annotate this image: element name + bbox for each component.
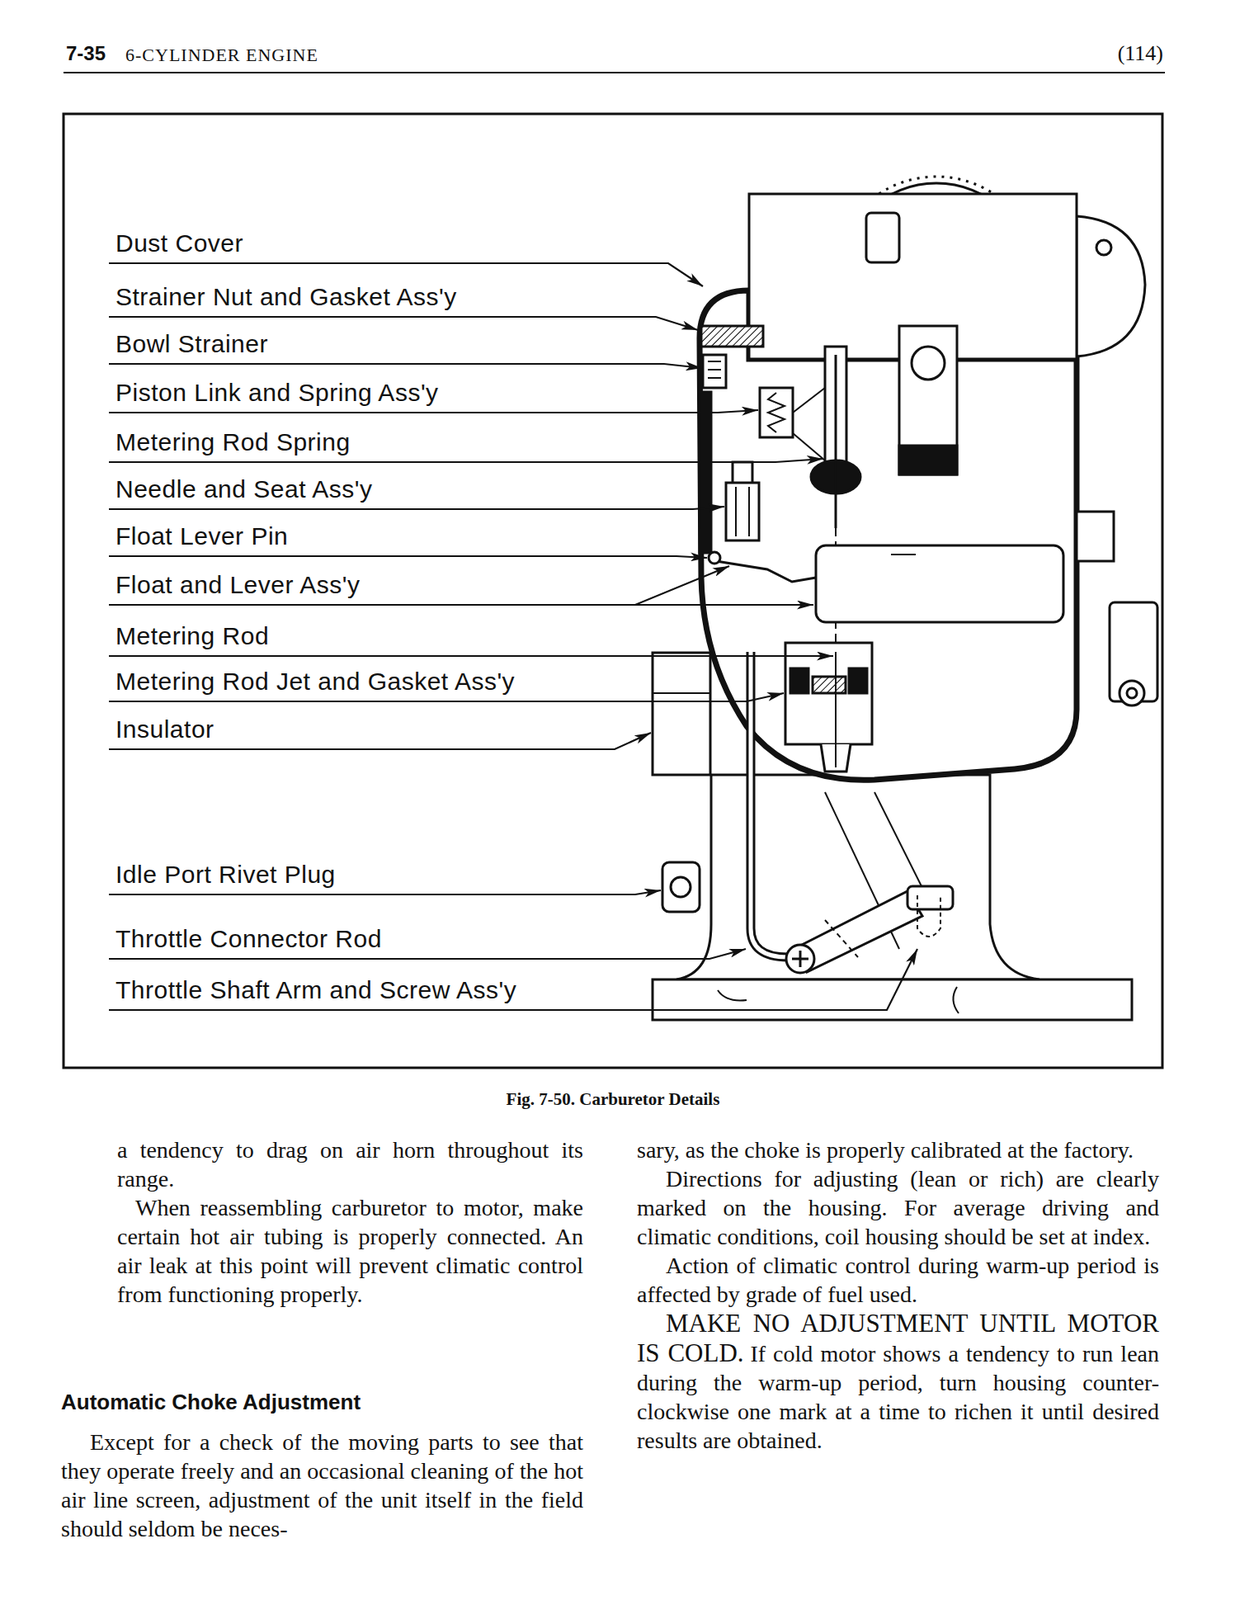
carburetor-drawing-part bbox=[699, 391, 712, 553]
carburetor-drawing-part bbox=[1119, 680, 1145, 706]
body-paragraph: Except for a check of the moving parts t… bbox=[61, 1427, 584, 1543]
leader-lines-part bbox=[108, 506, 725, 510]
carburetor-drawing-part bbox=[1126, 688, 1137, 698]
carburetor-drawing-part bbox=[725, 482, 759, 541]
carburetor-drawing-part bbox=[790, 668, 809, 693]
carburetor-drawing-part bbox=[670, 876, 691, 897]
part-name: Metering Rod Jet and Gasket Ass'y bbox=[115, 666, 515, 697]
leader-lines-part bbox=[108, 556, 708, 558]
carburetor-drawing-part bbox=[824, 919, 858, 957]
leader-lines-part bbox=[108, 948, 918, 1010]
carburetor-drawing-part bbox=[750, 651, 788, 957]
leader-lines bbox=[108, 263, 918, 1010]
carburetor-drawing-part bbox=[1096, 240, 1112, 255]
carburetor-drawing-part bbox=[907, 886, 953, 910]
carburetor-drawing-part bbox=[699, 290, 1077, 780]
carburetor-drawing-part bbox=[899, 325, 957, 475]
part-name: Strainer Nut and Gasket Ass'y bbox=[115, 282, 458, 312]
carburetor-drawing-part bbox=[792, 387, 825, 413]
carburetor-drawing-part bbox=[716, 560, 816, 582]
text-column: sary, as the choke is properly calibrate… bbox=[636, 1135, 1160, 1455]
figure-frame-part bbox=[63, 113, 1163, 1068]
carburetor-drawing-part bbox=[786, 944, 815, 973]
carburetor-drawing-part bbox=[834, 651, 837, 768]
part-name: Piston Link and Spring Ass'y bbox=[115, 377, 439, 408]
part-name: Throttle Connector Rod bbox=[115, 923, 382, 954]
carburetor-drawing-part bbox=[866, 212, 900, 263]
carburetor-drawing-part bbox=[812, 676, 846, 693]
part-name: Idle Port Rivet Plug bbox=[115, 859, 336, 890]
carburetor-drawing-part bbox=[735, 486, 737, 537]
carburetor-drawing-part bbox=[676, 774, 1040, 980]
carburetor-drawing-part bbox=[890, 553, 916, 556]
carburetor-drawing-part bbox=[652, 652, 711, 775]
leader-lines-part bbox=[108, 565, 730, 605]
section-number: 7-35 bbox=[65, 41, 106, 66]
carburetor-drawing-part bbox=[768, 392, 785, 433]
text-column: a tendency to drag on air horn throughou… bbox=[117, 1135, 584, 1309]
leader-lines-part bbox=[635, 603, 814, 606]
carburetor-drawing-part bbox=[707, 377, 722, 379]
carburetor-drawing-part bbox=[815, 545, 1064, 623]
carburetor-drawing-part bbox=[911, 346, 945, 380]
page-number: (114) bbox=[1117, 41, 1164, 66]
carburetor-drawing-part bbox=[799, 950, 802, 967]
carburetor-drawing-part bbox=[652, 692, 711, 694]
part-name: Throttle Shaft Arm and Screw Ass'y bbox=[115, 975, 517, 1005]
carburetor-drawing bbox=[652, 176, 1158, 1020]
body-paragraph: Directions for adjusting (lean or rich) … bbox=[636, 1164, 1160, 1251]
carburetor-drawing-part bbox=[899, 445, 957, 475]
leader-lines-part bbox=[108, 263, 703, 287]
part-name: Needle and Seat Ass'y bbox=[115, 474, 373, 505]
body-paragraph: a tendency to drag on air horn throughou… bbox=[117, 1135, 584, 1193]
body-paragraph: sary, as the choke is properly calibrate… bbox=[636, 1135, 1160, 1165]
page-rule bbox=[63, 72, 1165, 74]
part-name: Dust Cover bbox=[115, 228, 244, 259]
carburetor-drawing-part bbox=[917, 895, 941, 937]
carburetor-drawing-part bbox=[759, 387, 793, 438]
carburetor-drawing-part bbox=[952, 986, 959, 1014]
leader-lines-part bbox=[108, 655, 834, 657]
carburetor-drawing-part bbox=[701, 325, 764, 347]
figure-frame bbox=[63, 113, 1163, 1068]
leader-lines-part bbox=[108, 316, 698, 330]
running-head: 6-CYLINDER ENGINE bbox=[125, 42, 319, 68]
carburetor-drawing-part bbox=[748, 486, 750, 537]
section-heading: Automatic Choke Adjustment bbox=[61, 1387, 584, 1416]
carburetor-drawing-part bbox=[1076, 216, 1146, 357]
carburetor-drawing-part bbox=[874, 791, 924, 891]
part-name: Metering Rod Spring bbox=[115, 427, 351, 458]
carburetor-drawing-part bbox=[717, 989, 747, 1001]
part-name: Insulator bbox=[115, 714, 215, 745]
carburetor-drawing-part bbox=[702, 354, 726, 388]
text-column: Automatic Choke AdjustmentExcept for a c… bbox=[61, 1387, 584, 1543]
part-name: Float Lever Pin bbox=[115, 521, 288, 552]
figure-caption: Fig. 7-50. Carburetor Details bbox=[63, 1087, 1163, 1111]
leader-lines-part bbox=[108, 890, 661, 895]
carburetor-drawing-part bbox=[792, 433, 825, 461]
part-name: Bowl Strainer bbox=[115, 329, 269, 359]
carburetor-drawing-part bbox=[750, 651, 788, 957]
carburetor-drawing-part bbox=[662, 862, 700, 912]
carburetor-drawing-part bbox=[848, 668, 868, 693]
carburetor-drawing-part bbox=[834, 354, 838, 528]
part-name: Metering Rod bbox=[115, 621, 269, 651]
body-paragraph: Action of climatic control during warm-u… bbox=[636, 1250, 1160, 1309]
leader-lines-part bbox=[108, 363, 703, 368]
leader-lines-part bbox=[108, 458, 824, 462]
carburetor-drawing-part bbox=[785, 642, 873, 745]
carburetor-drawing-part bbox=[707, 368, 722, 371]
leader-lines-part bbox=[108, 410, 759, 413]
carburetor-drawing-part bbox=[1076, 511, 1114, 561]
carburetor-drawing-part bbox=[707, 360, 722, 363]
part-name: Float and Lever Ass'y bbox=[115, 570, 360, 600]
body-paragraph: When reassembling carburetor to motor, m… bbox=[117, 1192, 584, 1309]
page-rule-part bbox=[63, 71, 1165, 74]
carburetor-drawing-part bbox=[708, 551, 721, 564]
